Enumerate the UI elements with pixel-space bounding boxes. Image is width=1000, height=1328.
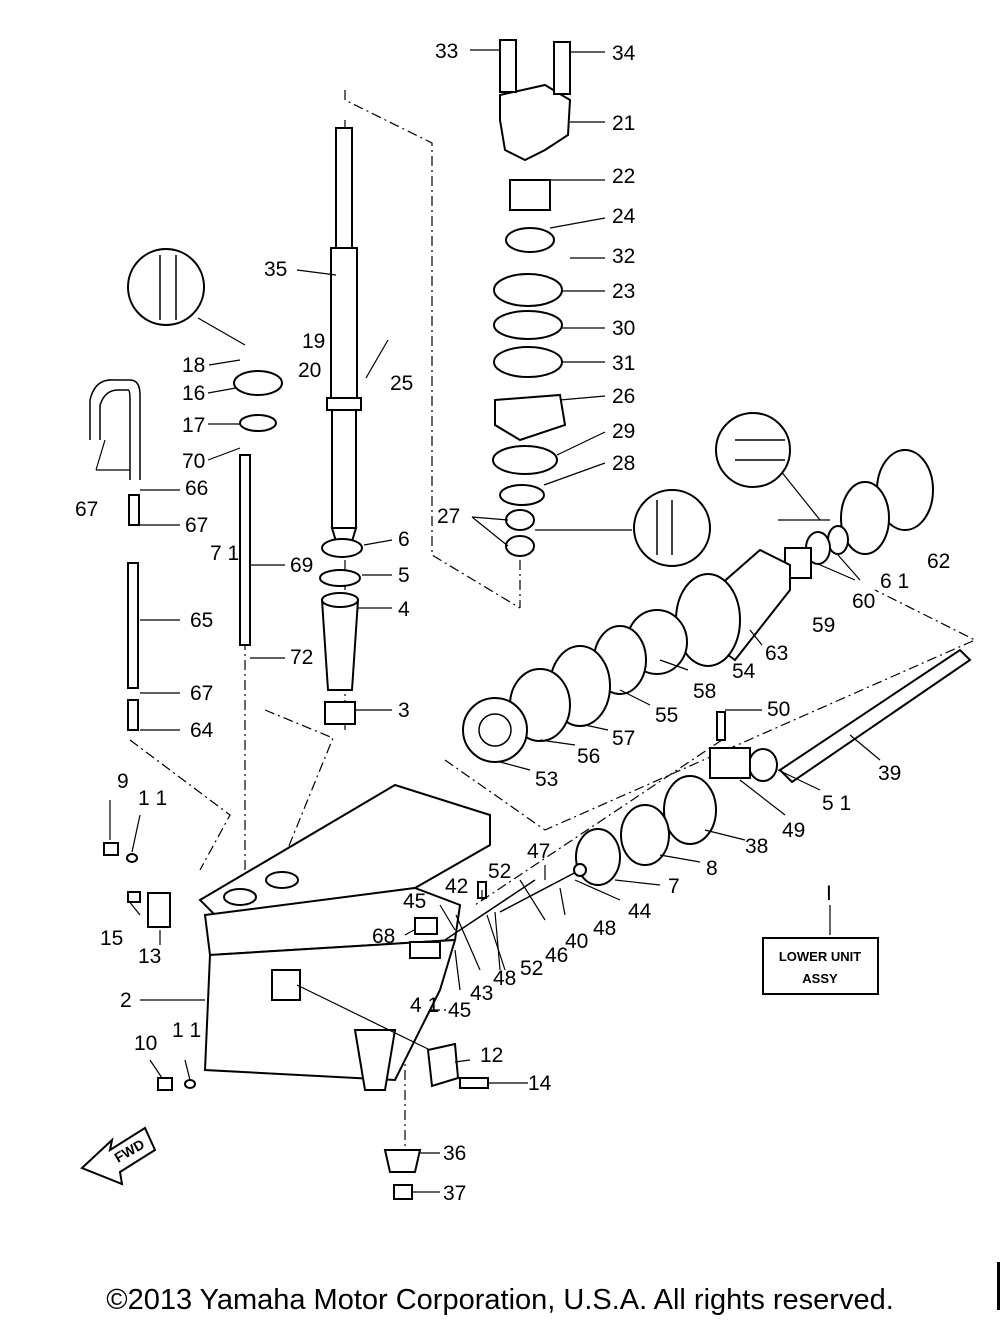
part-label-1: I <box>826 882 832 905</box>
part-label-53: 53 <box>535 768 558 791</box>
water-pump-assembly <box>492 39 572 557</box>
part-label-12: 12 <box>480 1044 503 1067</box>
pinion-and-nut <box>383 1149 422 1200</box>
part-label-56: 56 <box>577 745 600 768</box>
part-labels: 33 34 21 22 24 32 23 30 31 26 29 28 27 3… <box>75 40 950 1205</box>
propeller-shaft-housing-group <box>462 449 934 763</box>
part-label-19: 19 <box>302 330 325 353</box>
part-label-15: 15 <box>100 927 123 950</box>
part-label-13: 13 <box>138 945 161 968</box>
part-label-63: 63 <box>765 642 788 665</box>
part-label-2: 2 <box>120 989 132 1012</box>
part-label-37: 37 <box>443 1182 466 1205</box>
part-label-47: 47 <box>527 840 550 863</box>
part-label-17: 17 <box>182 414 205 437</box>
part-label-34: 34 <box>612 42 636 65</box>
part-label-44: 44 <box>628 900 652 923</box>
part-label-67-bottom: 67 <box>190 682 213 705</box>
part-label-48-right: 48 <box>593 917 616 940</box>
part-label-51: 5 1 <box>822 792 851 815</box>
leader-lines <box>95 49 881 1193</box>
part-label-11-lower: 1 1 <box>172 1019 201 1042</box>
part-label-26: 26 <box>612 385 635 408</box>
part-label-7: 7 <box>668 875 680 898</box>
part-label-67-top: 67 <box>75 498 98 521</box>
part-label-10: 10 <box>134 1032 157 1055</box>
part-label-25: 25 <box>390 372 413 395</box>
part-label-58: 58 <box>693 680 716 703</box>
part-label-31: 31 <box>612 352 635 375</box>
part-label-28: 28 <box>612 452 635 475</box>
part-label-36: 36 <box>443 1142 466 1165</box>
copyright-notice: ©2013 Yamaha Motor Corporation, U.S.A. A… <box>106 1284 894 1316</box>
part-label-4: 4 <box>398 598 410 621</box>
part-label-43: 43 <box>470 982 493 1005</box>
part-label-9: 9 <box>117 770 129 793</box>
part-label-70: 70 <box>182 450 205 473</box>
part-label-21: 21 <box>612 112 635 135</box>
part-label-52-lower: 52 <box>520 957 543 980</box>
drive-shaft <box>326 127 362 549</box>
part-label-32: 32 <box>612 245 635 268</box>
part-label-16: 16 <box>182 382 205 405</box>
part-label-48-left: 48 <box>493 967 516 990</box>
edge-mark <box>997 1262 1000 1310</box>
gearcase-housing <box>147 783 491 1091</box>
propeller-shaft-group <box>477 648 972 913</box>
part-label-38: 38 <box>745 835 768 858</box>
part-label-45-upper: 45 <box>403 890 426 913</box>
drain-screws <box>103 842 196 1091</box>
part-label-8: 8 <box>706 857 718 880</box>
part-label-41: 4 1 <box>410 994 439 1017</box>
part-label-30: 30 <box>612 317 635 340</box>
part-label-33: 33 <box>435 40 458 63</box>
part-label-29: 29 <box>612 420 635 443</box>
drive-shaft-bearings <box>319 538 363 725</box>
part-label-5: 5 <box>398 564 410 587</box>
part-label-35: 35 <box>264 258 287 281</box>
part-label-59: 59 <box>812 614 835 637</box>
part-label-66: 66 <box>185 477 208 500</box>
part-label-68: 68 <box>372 925 395 948</box>
part-label-22: 22 <box>612 165 635 188</box>
assy-box-line1: LOWER UNIT <box>779 949 861 964</box>
part-label-39: 39 <box>878 762 901 785</box>
part-label-18: 18 <box>182 354 205 377</box>
detail-insets <box>633 412 791 567</box>
part-label-6: 6 <box>398 528 410 551</box>
part-label-42: 42 <box>445 875 468 898</box>
part-label-20: 20 <box>298 359 321 382</box>
part-label-27: 27 <box>437 505 460 528</box>
part-label-55: 55 <box>655 704 678 727</box>
part-label-23: 23 <box>612 280 635 303</box>
part-label-49: 49 <box>782 819 805 842</box>
part-label-57: 57 <box>612 727 635 750</box>
shift-rod-and-hoses <box>89 248 283 731</box>
part-label-11-upper: 1 1 <box>138 787 167 810</box>
part-label-40: 40 <box>565 930 588 953</box>
part-label-71: 7 1 <box>210 542 239 565</box>
part-label-69: 69 <box>290 554 313 577</box>
part-label-45-lower: 45 <box>448 999 471 1022</box>
part-label-61: 6 1 <box>880 570 909 593</box>
part-label-60: 60 <box>852 590 875 613</box>
part-label-62: 62 <box>927 550 950 573</box>
part-label-14: 14 <box>528 1072 552 1095</box>
shift-plunger-parts <box>409 863 587 959</box>
assy-box-line2: ASSY <box>802 971 838 986</box>
part-label-72: 72 <box>290 646 313 669</box>
part-label-3: 3 <box>398 699 410 722</box>
fwd-arrow-icon: FWD <box>80 1126 157 1186</box>
part-label-50: 50 <box>767 698 790 721</box>
part-label-64: 64 <box>190 719 214 742</box>
part-label-54: 54 <box>732 660 756 683</box>
lower-unit-assy-box: LOWER UNIT ASSY <box>762 937 879 995</box>
part-label-46: 46 <box>545 944 568 967</box>
part-label-67-mid: 67 <box>185 514 208 537</box>
part-label-52-upper: 52 <box>488 860 511 883</box>
part-label-24: 24 <box>612 205 636 228</box>
part-label-65: 65 <box>190 609 213 632</box>
anode-and-bolt <box>426 1042 489 1089</box>
